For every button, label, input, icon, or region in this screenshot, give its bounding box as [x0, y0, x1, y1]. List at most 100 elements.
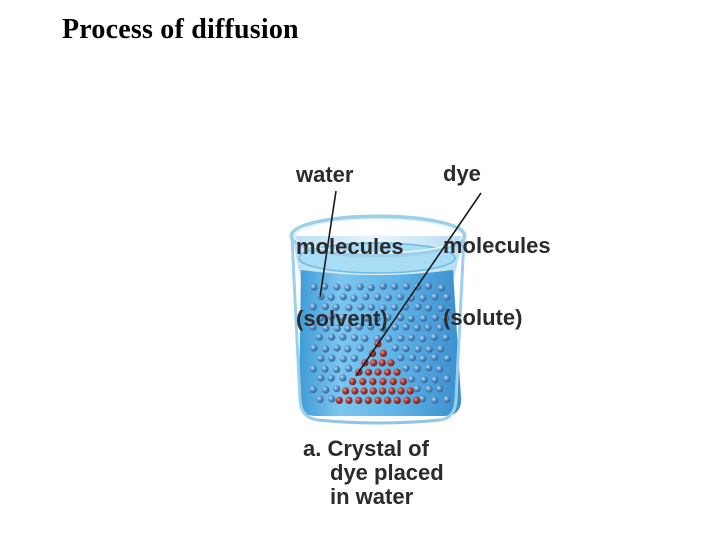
- beaker-wall-left: [290, 237, 319, 422]
- water-molecule: [344, 345, 352, 353]
- dye-molecule: [387, 359, 395, 367]
- figure-caption: a. Crystal of dye placed in water: [303, 437, 444, 509]
- water-molecule: [328, 395, 336, 403]
- water-molecule: [425, 345, 433, 353]
- dye-label-line: molecules: [443, 233, 551, 258]
- water-molecule: [402, 282, 410, 290]
- water-molecule: [345, 304, 353, 312]
- water-molecule: [402, 323, 410, 331]
- water-molecule: [321, 365, 329, 373]
- water-molecule: [356, 344, 364, 352]
- water-molecule: [431, 313, 439, 322]
- water-molecule: [443, 375, 451, 383]
- dye-molecule: [355, 396, 363, 404]
- water-molecule: [442, 314, 450, 322]
- water-molecule: [424, 323, 432, 332]
- dye-molecules-label: dye molecules (solute): [443, 114, 551, 354]
- water-molecule: [316, 395, 324, 403]
- water-molecule: [373, 334, 381, 343]
- water-molecule: [339, 333, 347, 341]
- water-molecule: [355, 323, 363, 331]
- water-molecule: [367, 303, 375, 311]
- water-molecule: [333, 344, 341, 352]
- water-molecule: [332, 303, 340, 311]
- water-molecule: [436, 365, 444, 373]
- beaker-wall-right: [439, 237, 466, 422]
- water-molecule: [379, 324, 387, 333]
- dye-molecule: [393, 368, 401, 376]
- caption-line: a. Crystal of: [303, 436, 429, 461]
- water-molecule: [322, 345, 330, 353]
- water-molecule: [437, 345, 445, 353]
- dye-molecule: [406, 387, 414, 395]
- dye-molecule: [389, 378, 397, 386]
- water-molecule: [425, 385, 433, 393]
- water-molecule: [333, 283, 341, 291]
- dye-leader-line: [355, 192, 482, 377]
- water-molecule: [309, 385, 317, 393]
- water-molecule: [402, 364, 410, 372]
- dye-molecule: [369, 378, 377, 386]
- water-molecule: [315, 333, 323, 341]
- dye-molecule: [345, 396, 353, 404]
- dye-molecule: [399, 378, 407, 386]
- water-molecule: [443, 354, 451, 362]
- water-molecule: [431, 396, 439, 404]
- water-molecule: [357, 303, 365, 311]
- water-molecule: [362, 293, 370, 301]
- water-molecule: [345, 364, 353, 372]
- water-molecule: [384, 313, 392, 321]
- water-molecule: [414, 345, 422, 353]
- water-molecule: [407, 294, 415, 302]
- water-molecule: [419, 314, 427, 322]
- water-molecule: [419, 395, 427, 403]
- beaker-rim-inner: [293, 218, 463, 254]
- water-molecule: [385, 335, 393, 343]
- dye-molecule: [374, 396, 382, 404]
- water-label-line: (solvent): [296, 306, 388, 331]
- dye-label-line: (solute): [443, 305, 523, 330]
- dye-molecule: [364, 396, 372, 404]
- dye-molecule: [397, 387, 405, 395]
- water-molecule: [413, 385, 421, 393]
- beaker-rim: [289, 214, 467, 258]
- water-molecule: [431, 353, 439, 361]
- dye-molecule: [413, 396, 421, 404]
- dye-molecule: [388, 387, 396, 395]
- water-molecule: [350, 334, 359, 342]
- water-molecule: [413, 365, 421, 373]
- water-molecule: [407, 334, 416, 342]
- water-molecule: [402, 345, 410, 353]
- water-molecule: [408, 354, 416, 362]
- water-molecule: [419, 354, 427, 363]
- water-molecule: [317, 293, 325, 301]
- water-molecule: [321, 303, 329, 311]
- caption-line: in water: [330, 484, 414, 509]
- water-molecule: [397, 354, 405, 362]
- slide-title: Process of diffusion: [62, 14, 299, 45]
- water-molecule: [424, 282, 432, 290]
- water-molecule: [390, 282, 399, 291]
- water-molecule: [310, 344, 318, 352]
- water-molecule: [310, 283, 318, 291]
- water-molecule: [317, 374, 325, 382]
- water-molecule: [396, 293, 404, 301]
- dye-label-line: dye: [443, 161, 481, 186]
- dye-molecule: [383, 368, 392, 376]
- caption-line: dye placed: [330, 460, 444, 485]
- water-molecule: [437, 304, 445, 312]
- water-molecule: [321, 282, 329, 291]
- water-molecule: [328, 313, 336, 321]
- water-molecule: [309, 323, 317, 331]
- water-molecule: [322, 386, 330, 394]
- dye-molecule: [378, 359, 386, 367]
- water-molecule: [431, 376, 439, 384]
- water-molecule: [333, 385, 341, 393]
- water-molecule: [430, 333, 438, 341]
- water-molecule: [350, 294, 358, 302]
- water-molecule: [339, 374, 347, 382]
- water-molecule: [419, 294, 427, 302]
- water-molecule: [436, 385, 444, 393]
- water-molecule: [344, 324, 352, 333]
